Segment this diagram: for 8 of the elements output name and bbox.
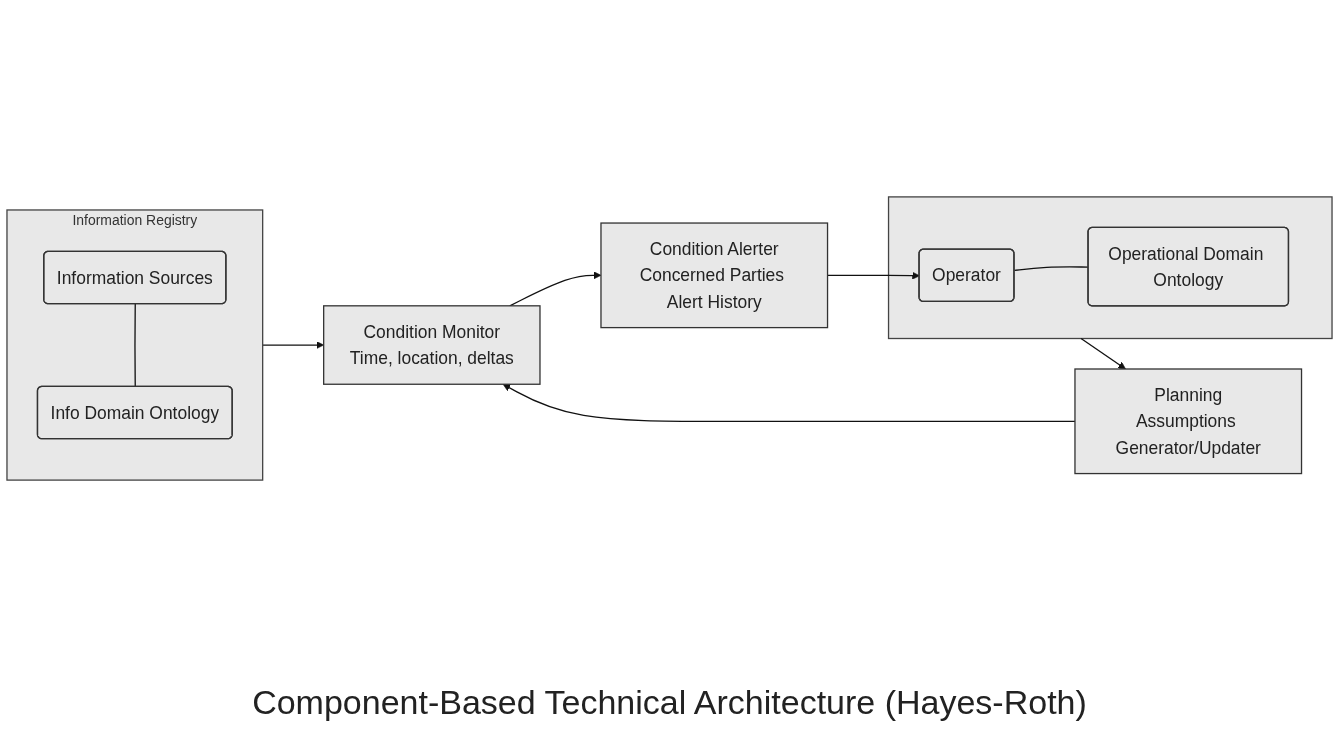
node-box: Condition Monitor Time, location, deltas [323,305,541,385]
node-box: Condition Alerter Concerned Parties Alert History [600,222,829,329]
cluster [887,196,1333,340]
node-box: Planning Assumptions Generator/Updater [1074,368,1303,475]
arrow [262,341,324,349]
diagram-caption: Component-Based Technical Architecture (Hayes-Roth) [252,682,1087,723]
arrow [1080,337,1126,370]
connector [134,303,136,388]
